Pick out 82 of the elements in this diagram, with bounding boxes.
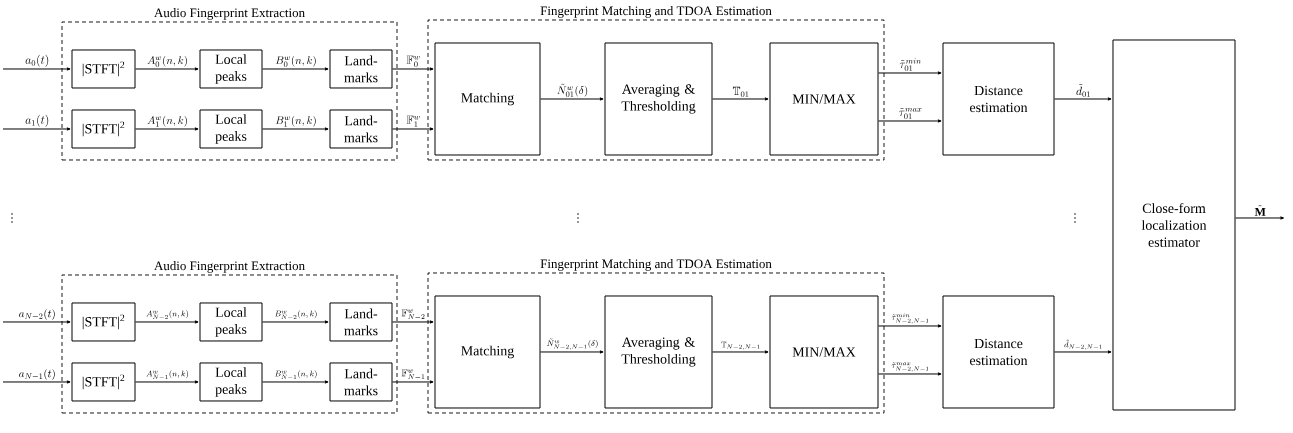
edge-label: $\tilde{\tau}_{01}^{max}$ [897,106,924,120]
edge-label: $B_{N-1}^w(n,k)$ [273,369,319,381]
edge-label: $\tilde{\tau}_{N-2,N-1}^{min}$ [890,312,931,325]
edge-label: $\mathbb{F}_0^w$ [405,54,422,68]
edge-label: $a_1(t)$ [24,113,51,128]
arrow [262,67,329,71]
process-box: Local peaks [199,49,263,89]
edge-label: $B_0^w(n,k)$ [274,54,318,68]
process-box: Close-form localization estimator [1112,39,1236,411]
process-box: Land- marks [329,362,393,402]
arrow [262,127,329,131]
process-box: MIN/MAX [769,295,879,409]
process-box: Averaging & Thresholding [604,42,713,156]
arrow [2,320,71,324]
node-label: Audio Fingerprint Extraction [154,8,305,20]
edge-label: $\mathbb{F}_{N-1}^w$ [400,368,427,381]
edge-label: $a_0(t)$ [24,53,51,68]
arrow [878,324,942,328]
process-box: |STFT|$^{2}$ [71,302,136,342]
process-box: MIN/MAX [769,42,879,156]
process-box: Local peaks [199,362,263,402]
node-label: Fingerprint Matching and TDOA Estimation [540,259,772,271]
edge-label: $A_{N-2}^w(n,k)$ [145,309,190,321]
process-box: Matching [434,295,541,409]
arrow [392,67,434,71]
arrow [712,350,769,354]
process-box: Matching [434,42,541,156]
edge-label: $\mathbb{T}_{01}$ [731,85,751,98]
process-box: Averaging & Thresholding [604,295,713,409]
arrow [540,97,604,101]
edge-label: $B_1^w(n,k)$ [274,114,318,128]
edge-label: $\mathbb{T}_{N-2,N-1}$ [720,340,762,351]
arrow [1054,97,1112,101]
arrow [878,372,942,376]
process-box: Local peaks [199,109,263,149]
process-box: Land- marks [329,302,393,342]
ellipsis: $\vdots$ [11,213,13,223]
process-box: |STFT|$^{2}$ [71,362,136,402]
arrow [135,380,199,384]
arrow [878,119,942,123]
edge-label: $a_{N-2}(t)$ [17,307,57,321]
arrow [392,320,434,324]
arrow [712,97,769,101]
edge-label: $A_{N-1}^w(n,k)$ [145,369,190,381]
edge-label: $\tilde{N}_{N-2,N-1}^w(\delta)$ [545,337,600,351]
arrow [1054,350,1112,354]
arrow [878,71,942,75]
process-box: |STFT|$^{2}$ [71,49,136,89]
edge-label: $\tilde{N}_{01}^w(\delta)$ [555,82,590,98]
process-box: Land- marks [329,109,393,149]
arrow [135,67,199,71]
ellipsis: $\vdots$ [1074,213,1076,223]
edge-label: $\tilde{\mathbf{M}}$ [1253,204,1267,217]
arrow [2,380,71,384]
ellipsis: $\vdots$ [577,213,579,223]
edge-label: $A_1^w(n,k)$ [146,114,189,128]
process-box: |STFT|$^{2}$ [71,109,136,149]
edge-label: $\tilde{\tau}_{N-2,N-1}^{max}$ [890,361,931,373]
process-box: Land- marks [329,49,393,89]
edge-label: $B_{N-2}^w(n,k)$ [273,309,319,321]
arrow [135,127,199,131]
edge-label: $A_0^w(n,k)$ [146,54,189,68]
edge-label: $\tilde{d}_{N-2,N-1}$ [1063,338,1104,351]
process-box: Local peaks [199,302,263,342]
node-label: Audio Fingerprint Extraction [154,261,305,273]
arrow [392,127,434,131]
process-box: Distance estimation [942,42,1055,156]
arrow [262,320,329,324]
edge-label: $a_{N-1}(t)$ [17,367,57,381]
arrow [262,380,329,384]
arrow [2,127,71,131]
arrow [135,320,199,324]
arrow [392,380,434,384]
arrow [2,67,71,71]
edge-label: $\tilde{d}_{01}$ [1075,82,1093,98]
edge-label: $\tilde{\tau}_{01}^{min}$ [898,57,923,72]
arrow [540,350,604,354]
arrow [1235,216,1285,220]
edge-label: $\mathbb{F}_1^w$ [405,114,422,128]
node-label: Fingerprint Matching and TDOA Estimation [540,6,772,18]
process-box: Distance estimation [942,295,1055,409]
edge-label: $\mathbb{F}_{N-2}^w$ [400,308,427,321]
